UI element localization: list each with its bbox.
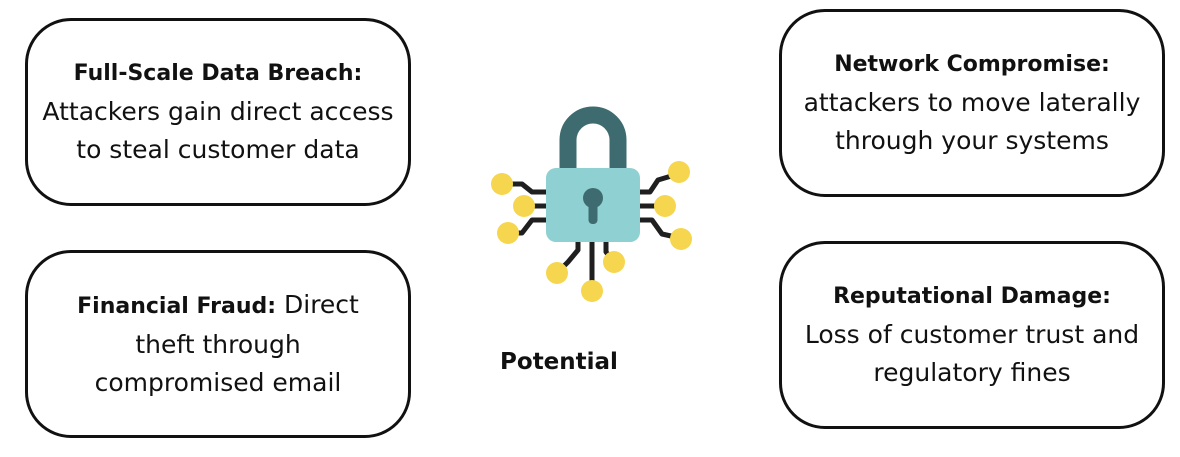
circuit-node bbox=[497, 222, 519, 244]
card-first-line: Financial Fraud: Direct bbox=[36, 286, 400, 326]
card-text-line: attackers to move laterally bbox=[803, 88, 1141, 117]
circuit-node bbox=[513, 195, 535, 217]
card-text-line: regulatory fines bbox=[873, 358, 1071, 387]
card-text-line: Attackers gain direct access bbox=[42, 97, 394, 126]
circuit-node bbox=[581, 280, 603, 302]
circuit-node bbox=[603, 251, 625, 273]
card-text-line: compromised email bbox=[94, 368, 342, 397]
circuit-node bbox=[668, 161, 690, 183]
circuit-node bbox=[670, 228, 692, 250]
card-title: Reputational Damage: bbox=[833, 284, 1111, 309]
card-reputational-damage: Reputational Damage: Loss of customer tr… bbox=[779, 241, 1165, 429]
circuit-lock-icon bbox=[491, 106, 692, 302]
circuit-trace bbox=[635, 171, 681, 195]
card-financial-fraud: Financial Fraud: Direct theft through co… bbox=[25, 250, 411, 438]
card-text-line: through your systems bbox=[835, 126, 1109, 155]
card-text-inline: Direct bbox=[284, 290, 359, 319]
card-text-line: Loss of customer trust and bbox=[804, 320, 1140, 349]
card-text-line: to steal customer data bbox=[76, 135, 360, 164]
center-label: Potential bbox=[500, 349, 618, 375]
card-text-line: theft through bbox=[135, 330, 301, 359]
circuit-node bbox=[654, 195, 676, 217]
card-title: Network Compromise: bbox=[834, 52, 1110, 77]
card-network-compromise: Network Compromise: attackers to move la… bbox=[779, 9, 1165, 197]
keyhole bbox=[583, 188, 603, 208]
circuit-node bbox=[491, 173, 513, 195]
card-data-breach: Full-Scale Data Breach: Attackers gain d… bbox=[25, 18, 411, 206]
card-title: Full-Scale Data Breach: bbox=[73, 61, 363, 86]
circuit-node bbox=[546, 262, 568, 284]
keyhole-slot bbox=[588, 200, 598, 224]
card-title: Financial Fraud: bbox=[77, 294, 277, 319]
lock-shackle bbox=[559, 106, 627, 174]
